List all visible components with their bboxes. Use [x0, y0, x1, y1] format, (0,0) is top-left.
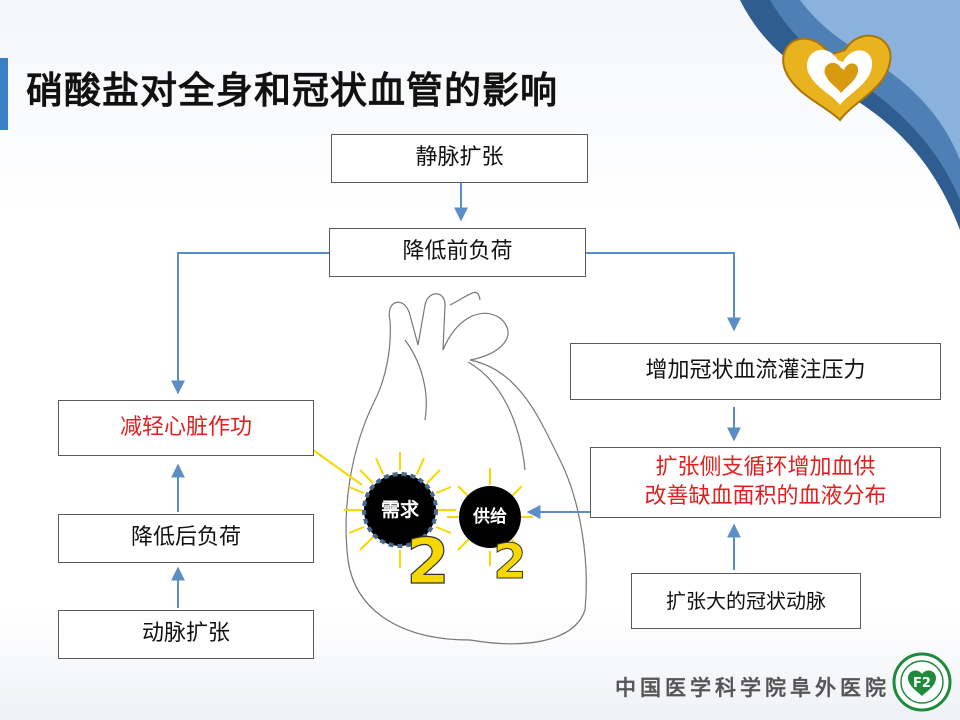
- heart-logo-icon: [782, 34, 892, 122]
- node-reduce-afterload: 降低后负荷: [58, 514, 314, 563]
- title-accent-bar: [0, 58, 8, 130]
- node-artery-dilation-label: 动脉扩张: [141, 621, 230, 647]
- hospital-emblem-icon: F2: [892, 652, 952, 712]
- heart-outline: [345, 291, 587, 645]
- node-vein-dilation-label: 静脉扩张: [415, 145, 504, 171]
- node-collateral: 扩张侧支循环增加血供 改善缺血面积的血液分布: [590, 447, 941, 518]
- demand-pointer: [312, 449, 363, 486]
- node-reduce-afterload-label: 降低后负荷: [130, 525, 241, 551]
- supply-label: 供给: [472, 506, 507, 527]
- node-reduce-preload-label: 降低前负荷: [402, 239, 513, 265]
- node-dilate-coronary-label: 扩张大的冠状动脉: [666, 589, 826, 613]
- supply-value: 2: [493, 534, 526, 590]
- hospital-name: 中国医学科学院阜外医院: [615, 675, 890, 700]
- node-collateral-line1: 扩张侧支循环增加血供: [655, 454, 876, 480]
- node-artery-dilation: 动脉扩张: [58, 610, 314, 659]
- slide-title: 硝酸盐对全身和冠状血管的影响: [26, 69, 558, 112]
- corner-decoration: [740, 0, 960, 230]
- demand-label: 需求: [381, 498, 420, 521]
- node-reduce-work-label: 减轻心脏作功: [119, 414, 252, 440]
- node-increase-perfusion-label: 增加冠状血流灌注压力: [645, 358, 866, 384]
- node-increase-perfusion: 增加冠状血流灌注压力: [570, 343, 941, 400]
- demand-value: 2: [406, 525, 449, 598]
- node-reduce-preload: 降低前负荷: [329, 228, 586, 277]
- node-dilate-coronary: 扩张大的冠状动脉: [631, 573, 861, 629]
- node-reduce-work: 减轻心脏作功: [58, 400, 314, 456]
- demand-burst: [344, 452, 456, 568]
- connector-lines: [171, 183, 741, 608]
- supply-burst: [447, 468, 533, 566]
- node-collateral-line2: 改善缺血面积的血液分布: [644, 483, 887, 509]
- emblem-text: F2: [913, 676, 931, 691]
- node-vein-dilation: 静脉扩张: [331, 134, 588, 183]
